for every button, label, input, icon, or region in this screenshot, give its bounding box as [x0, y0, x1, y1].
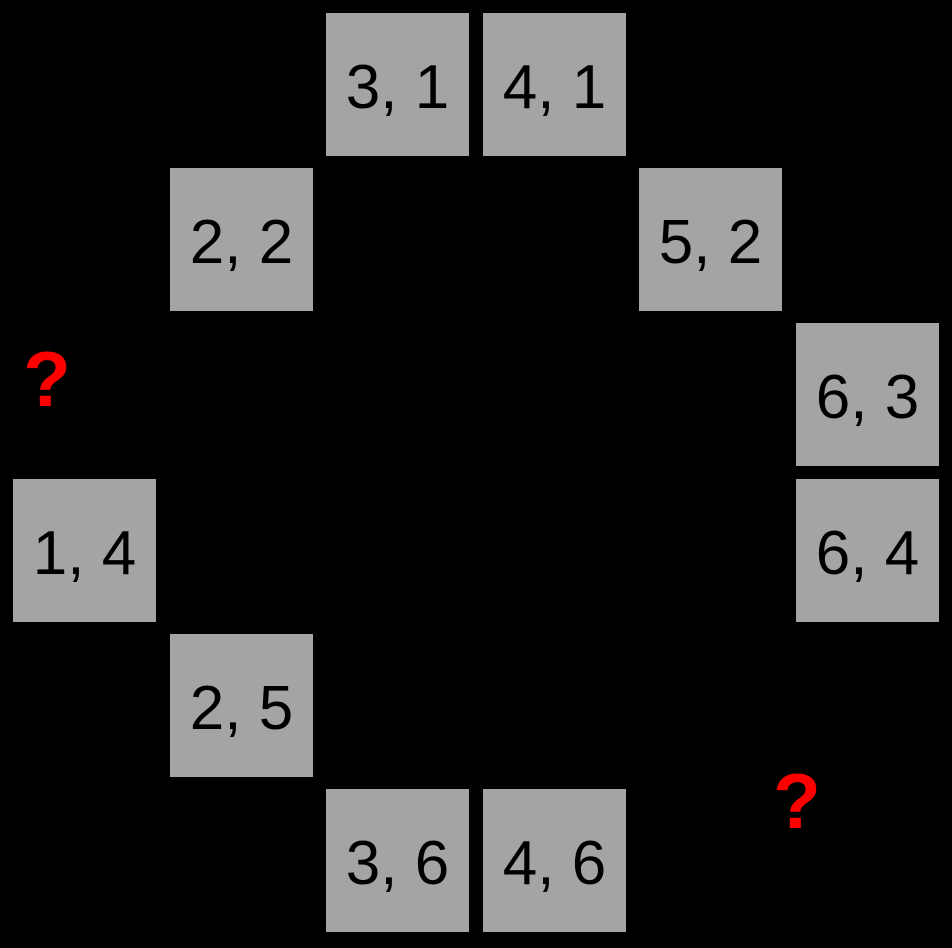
question-mark-missing-cell-5-5: ? — [773, 757, 821, 845]
grid-cell-6-3: 6, 3 — [796, 323, 939, 466]
grid-cell-3-1: 3, 1 — [326, 13, 469, 156]
question-mark-missing-cell-1-3: ? — [23, 335, 71, 423]
grid-cell-4-1: 4, 1 — [483, 13, 626, 156]
grid-cell-4-6: 4, 6 — [483, 789, 626, 932]
grid-cell-6-4: 6, 4 — [796, 479, 939, 622]
grid-cell-2-5: 2, 5 — [170, 634, 313, 777]
grid-cell-1-4: 1, 4 — [13, 479, 156, 622]
grid-cell-2-2: 2, 2 — [170, 168, 313, 311]
grid-cell-5-2: 5, 2 — [639, 168, 782, 311]
grid-cell-3-6: 3, 6 — [326, 789, 469, 932]
